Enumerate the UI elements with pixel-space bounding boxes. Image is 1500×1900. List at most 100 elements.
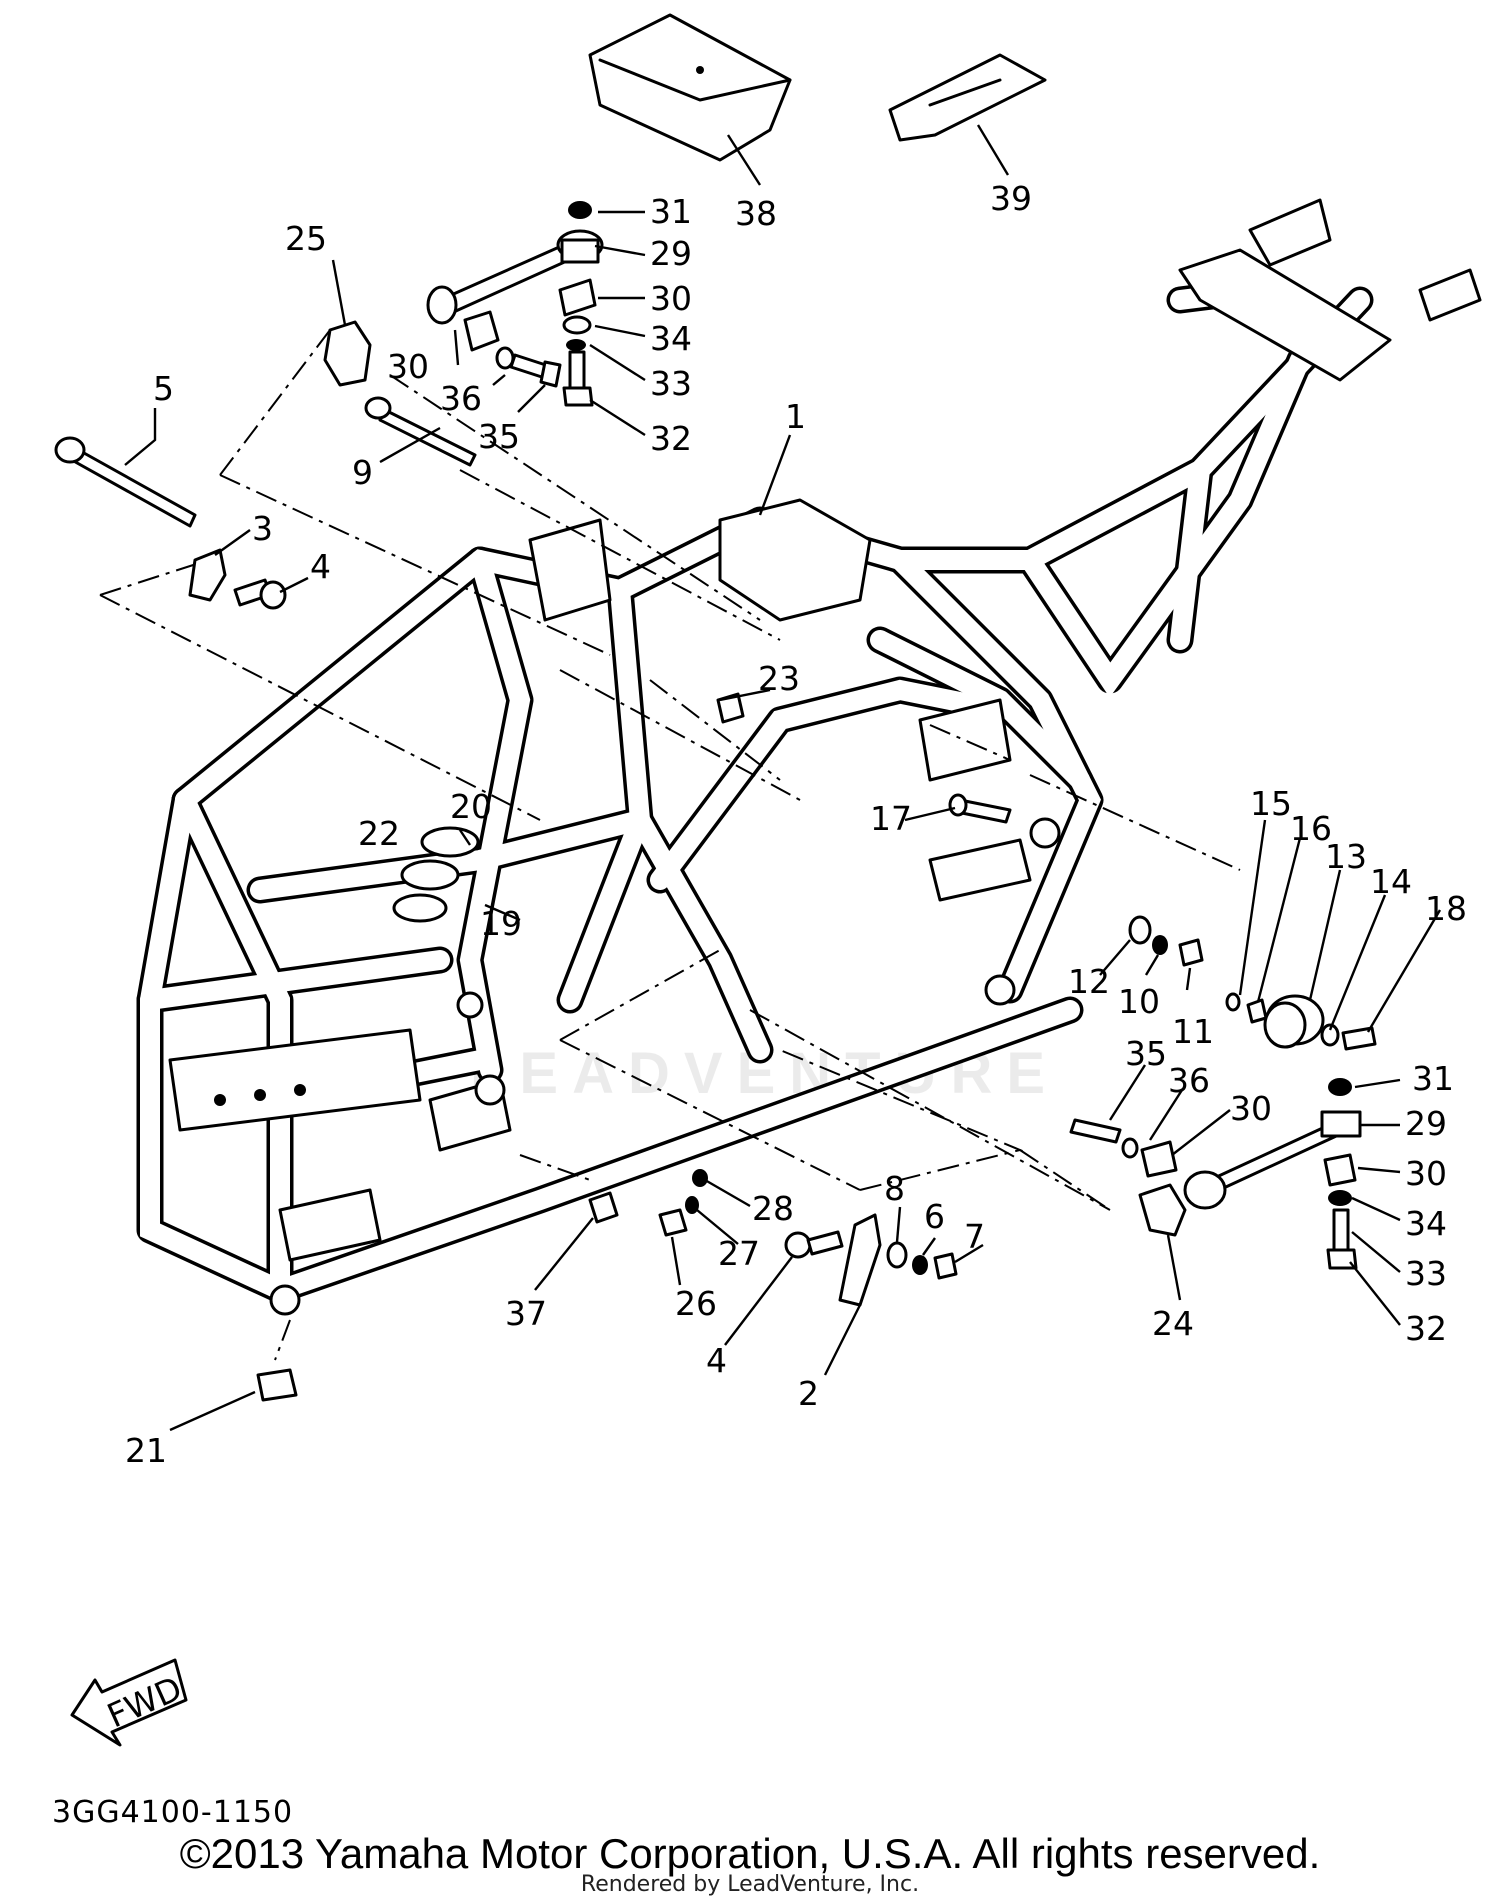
rubber-21 bbox=[256, 1368, 298, 1402]
callout-21: 21 bbox=[125, 1431, 167, 1470]
bushes-30-top bbox=[463, 278, 597, 352]
callout-1: 1 bbox=[785, 397, 806, 436]
bolt-18 bbox=[1341, 1026, 1377, 1051]
bolt-4-lower bbox=[784, 1230, 844, 1259]
callout-9: 9 bbox=[352, 453, 373, 492]
callout-30a: 30 bbox=[650, 279, 692, 318]
collar-16 bbox=[1246, 998, 1268, 1024]
callout-16: 16 bbox=[1290, 809, 1332, 848]
callout-4a: 4 bbox=[310, 547, 331, 586]
bolt-4-top bbox=[233, 578, 287, 610]
callout-26: 26 bbox=[675, 1284, 717, 1323]
callout-4b: 4 bbox=[706, 1341, 727, 1380]
bracket-25 bbox=[323, 320, 372, 387]
washer-27 bbox=[685, 1196, 699, 1214]
washer-8 bbox=[886, 1241, 908, 1269]
callout-15: 15 bbox=[1250, 784, 1292, 823]
callout-5: 5 bbox=[153, 369, 174, 408]
callout-12: 12 bbox=[1068, 962, 1110, 1001]
fwd-arrow: FWD bbox=[70, 1658, 188, 1747]
bolt-17 bbox=[948, 793, 1012, 824]
washer-10 bbox=[1152, 935, 1168, 955]
copyright-notice: ©2013 Yamaha Motor Corporation, U.S.A. A… bbox=[179, 1830, 1321, 1877]
callout-37: 37 bbox=[505, 1294, 547, 1333]
washer-6 bbox=[912, 1255, 928, 1275]
nut-7 bbox=[933, 1252, 958, 1280]
callout-36b: 36 bbox=[1168, 1061, 1210, 1100]
callout-31a: 31 bbox=[650, 192, 692, 231]
collar-23 bbox=[716, 692, 745, 724]
callout-25: 25 bbox=[285, 219, 327, 258]
callout-17: 17 bbox=[870, 799, 912, 838]
callout-6: 6 bbox=[924, 1197, 945, 1236]
bolt-32-lower bbox=[1326, 1208, 1358, 1270]
washer-12 bbox=[1128, 915, 1152, 945]
bush-30-lower-b bbox=[1140, 1140, 1178, 1178]
callout-29b: 29 bbox=[1405, 1104, 1447, 1143]
rendered-by-credit: Rendered by LeadVenture, Inc. bbox=[580, 1872, 920, 1897]
washer-28 bbox=[692, 1169, 708, 1187]
callout-33a: 33 bbox=[650, 364, 692, 403]
callout-36a: 36 bbox=[440, 379, 482, 418]
bush-30-lower-a bbox=[1323, 1153, 1357, 1187]
nut-31-lower bbox=[1328, 1078, 1352, 1096]
washer-14 bbox=[1320, 1023, 1340, 1047]
callout-3: 3 bbox=[252, 509, 273, 548]
bolt-26 bbox=[658, 1208, 688, 1237]
callout-23: 23 bbox=[758, 659, 800, 698]
callout-20: 20 bbox=[450, 787, 492, 826]
callout-18: 18 bbox=[1425, 889, 1467, 928]
engine-stay-upper bbox=[426, 229, 604, 325]
callout-27: 27 bbox=[718, 1234, 760, 1273]
washer-36-lower bbox=[1121, 1137, 1139, 1159]
bracket-24 bbox=[1138, 1183, 1187, 1237]
callout-30d: 30 bbox=[1405, 1154, 1447, 1193]
tool-kit bbox=[888, 53, 1047, 142]
callout-24: 24 bbox=[1152, 1304, 1194, 1343]
bolt-35-lower bbox=[1069, 1118, 1122, 1144]
bolt-9 bbox=[364, 396, 477, 467]
plate-3 bbox=[188, 548, 227, 602]
nut-31-top bbox=[568, 201, 592, 219]
bolt-35-top bbox=[509, 353, 562, 388]
callout-34b: 34 bbox=[1405, 1204, 1447, 1243]
callout-31b: 31 bbox=[1412, 1059, 1454, 1098]
callout-38: 38 bbox=[735, 194, 777, 233]
leader-lines bbox=[124, 124, 1442, 1432]
callout-labels: 1 2 3 4 4 5 6 7 8 9 10 11 12 13 14 15 16… bbox=[125, 179, 1467, 1470]
callout-14: 14 bbox=[1370, 862, 1412, 901]
callout-28: 28 bbox=[752, 1189, 794, 1228]
assembly-lines bbox=[99, 329, 1241, 1361]
callout-13: 13 bbox=[1325, 837, 1367, 876]
callout-32b: 32 bbox=[1405, 1309, 1447, 1348]
washer-15 bbox=[1225, 992, 1241, 1012]
callout-19: 19 bbox=[480, 904, 522, 943]
bolt-5 bbox=[54, 436, 197, 528]
callout-7: 7 bbox=[964, 1217, 985, 1256]
callout-34a: 34 bbox=[650, 319, 692, 358]
callout-33b: 33 bbox=[1405, 1254, 1447, 1293]
callout-2: 2 bbox=[798, 1374, 819, 1413]
callout-29a: 29 bbox=[650, 234, 692, 273]
tool-bag bbox=[588, 13, 792, 162]
main-frame bbox=[136, 198, 1482, 1316]
plate-2 bbox=[838, 1213, 882, 1307]
nut-11 bbox=[1178, 938, 1204, 967]
callout-30b: 30 bbox=[387, 347, 429, 386]
lock-washer-33-top bbox=[566, 339, 586, 351]
washer-34-top bbox=[562, 315, 592, 335]
engine-stay-lower bbox=[1183, 1110, 1362, 1210]
callout-32a: 32 bbox=[650, 419, 692, 458]
callout-11: 11 bbox=[1172, 1012, 1214, 1051]
callout-35b: 35 bbox=[1125, 1034, 1167, 1073]
callout-39: 39 bbox=[990, 179, 1032, 218]
document-code: 3GG4100-1150 bbox=[52, 1795, 294, 1830]
callout-8: 8 bbox=[884, 1169, 905, 1208]
collar-37 bbox=[588, 1191, 619, 1224]
washer-34-lower bbox=[1328, 1190, 1352, 1206]
callout-35a: 35 bbox=[478, 417, 520, 456]
rubber-13 bbox=[1263, 994, 1325, 1049]
callout-30c: 30 bbox=[1230, 1089, 1272, 1128]
callout-10: 10 bbox=[1118, 982, 1160, 1021]
